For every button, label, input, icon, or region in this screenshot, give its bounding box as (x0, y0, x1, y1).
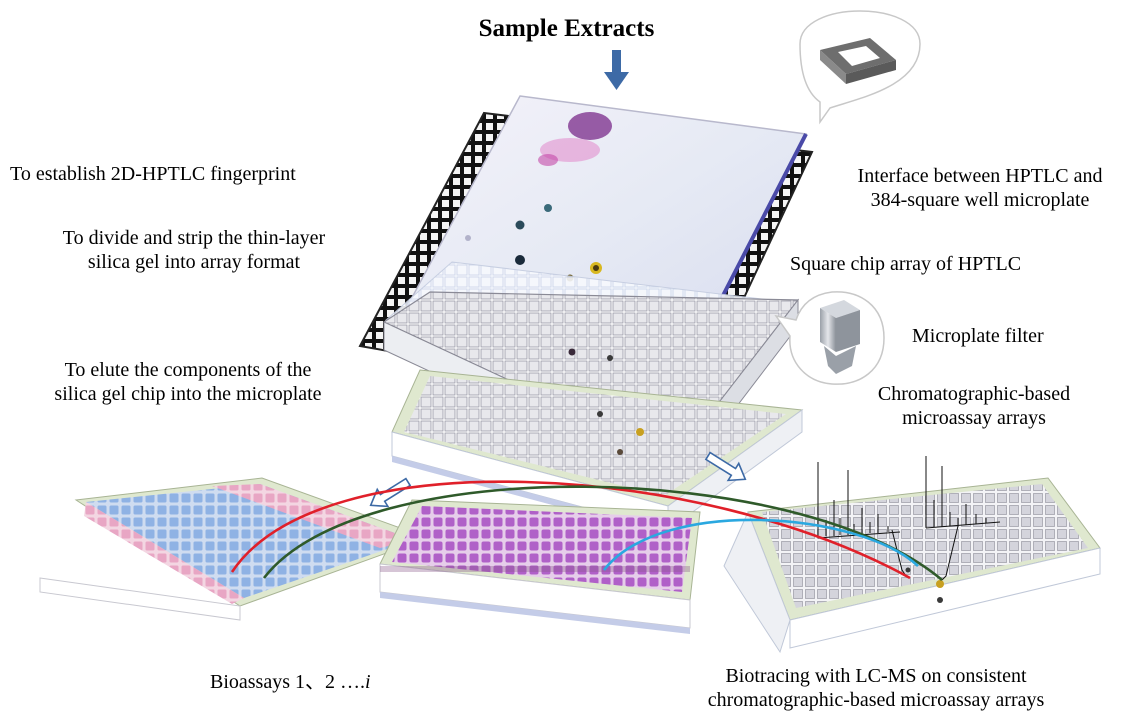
label-biotracing: Biotracing with LC-MS on consistent chro… (626, 664, 1126, 712)
interface-callout (799, 10, 921, 125)
tracing-curves (230, 480, 943, 581)
hollow-arrow-left-icon (369, 477, 412, 508)
down-arrow-icon (604, 50, 629, 90)
label-biotracing-line-1: Biotracing with LC-MS on consistent (725, 665, 1027, 687)
label-bioassays-text: Bioassays 1、2 …. (210, 671, 365, 693)
label-filter: Microplate filter (912, 325, 1044, 347)
label-microassay-line-1: Chromatographic-based (877, 383, 1071, 405)
bioassay-plate-1 (39, 477, 430, 621)
filter-callout (774, 291, 885, 385)
label-bioassays: Bioassays 1、2 ….i (210, 670, 371, 694)
label-chip-array: Square chip array of HPTLC (790, 253, 1022, 275)
filter-icon (820, 300, 860, 374)
label-fingerprint: To establish 2D-HPTLC fingerprint (10, 163, 296, 185)
label-elute-line-2: silica gel chip into the microplate (54, 383, 322, 405)
mass-spectrum-2 (925, 456, 1001, 529)
label-biotracing-line-2: chromatographic-based microassay arrays (707, 689, 1045, 711)
label-microassay: Chromatographic-based microassay arrays (828, 382, 1120, 430)
label-interface-line-2: 384-square well microplate (870, 189, 1090, 211)
curve-cyan (602, 518, 919, 571)
label-elute-line-1: To elute the components of the (64, 359, 312, 381)
ms-microassay-plate (723, 477, 1101, 654)
label-microassay-line-2: microassay arrays (902, 407, 1046, 429)
label-divide: To divide and strip the thin-layer silic… (0, 226, 388, 274)
label-divide-line-2: silica gel into array format (87, 251, 301, 273)
curve-green (262, 485, 943, 581)
label-elute: To elute the components of the silica ge… (0, 358, 376, 406)
label-interface-line-1: Interface between HPTLC and (857, 165, 1103, 187)
label-bioassays-index: i (365, 671, 371, 693)
bioassay-plate-2 (379, 499, 701, 634)
hollow-arrow-right-icon (704, 451, 747, 482)
label-divide-line-1: To divide and strip the thin-layer (62, 227, 326, 249)
curve-red (230, 480, 911, 580)
label-interface: Interface between HPTLC and 384-square w… (830, 164, 1130, 212)
interface-frame-icon (820, 38, 896, 84)
diagram-title: Sample Extracts (478, 15, 655, 42)
